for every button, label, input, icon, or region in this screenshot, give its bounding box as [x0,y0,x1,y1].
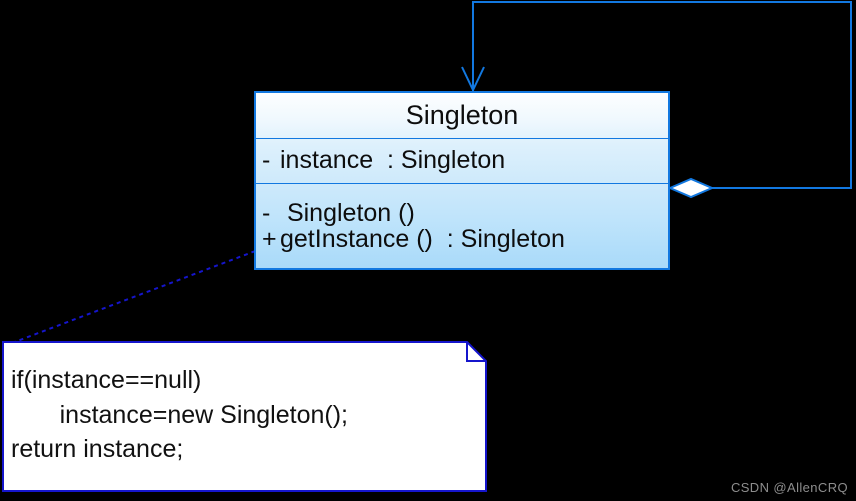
attribute-visibility-marker: - [262,146,271,175]
class-operations-compartment: - Singleton () + getInstance () : Single… [256,184,668,268]
association-arrowhead-icon [461,66,485,93]
class-name-label: Singleton [405,100,519,130]
note-body-text: if(instance==null) instance=new Singleto… [11,366,348,463]
class-attributes-compartment: - instance : Singleton [256,139,668,184]
operation-visibility-marker: - [262,199,271,228]
uml-note-box[interactable]: if(instance==null) instance=new Singleto… [2,341,487,492]
note-anchor-line[interactable] [11,249,259,344]
uml-class-box-singleton[interactable]: Singleton - instance : Singleton - Singl… [254,91,670,270]
aggregation-diamond-icon [667,177,715,199]
class-attribute-row: - instance : Singleton [262,146,668,175]
class-operation-row: - Singleton () [262,199,668,228]
class-operation-row: + getInstance () : Singleton [262,225,668,253]
watermark-label: CSDN @AllenCRQ [730,480,848,495]
operation-signature-label: getInstance () : Singleton [280,225,565,253]
attribute-signature-label: instance : Singleton [280,146,506,175]
operation-signature-label: Singleton () [280,199,415,228]
class-title-compartment: Singleton [256,93,668,139]
operation-visibility-marker: + [262,225,277,253]
note-shape-icon [2,341,487,492]
